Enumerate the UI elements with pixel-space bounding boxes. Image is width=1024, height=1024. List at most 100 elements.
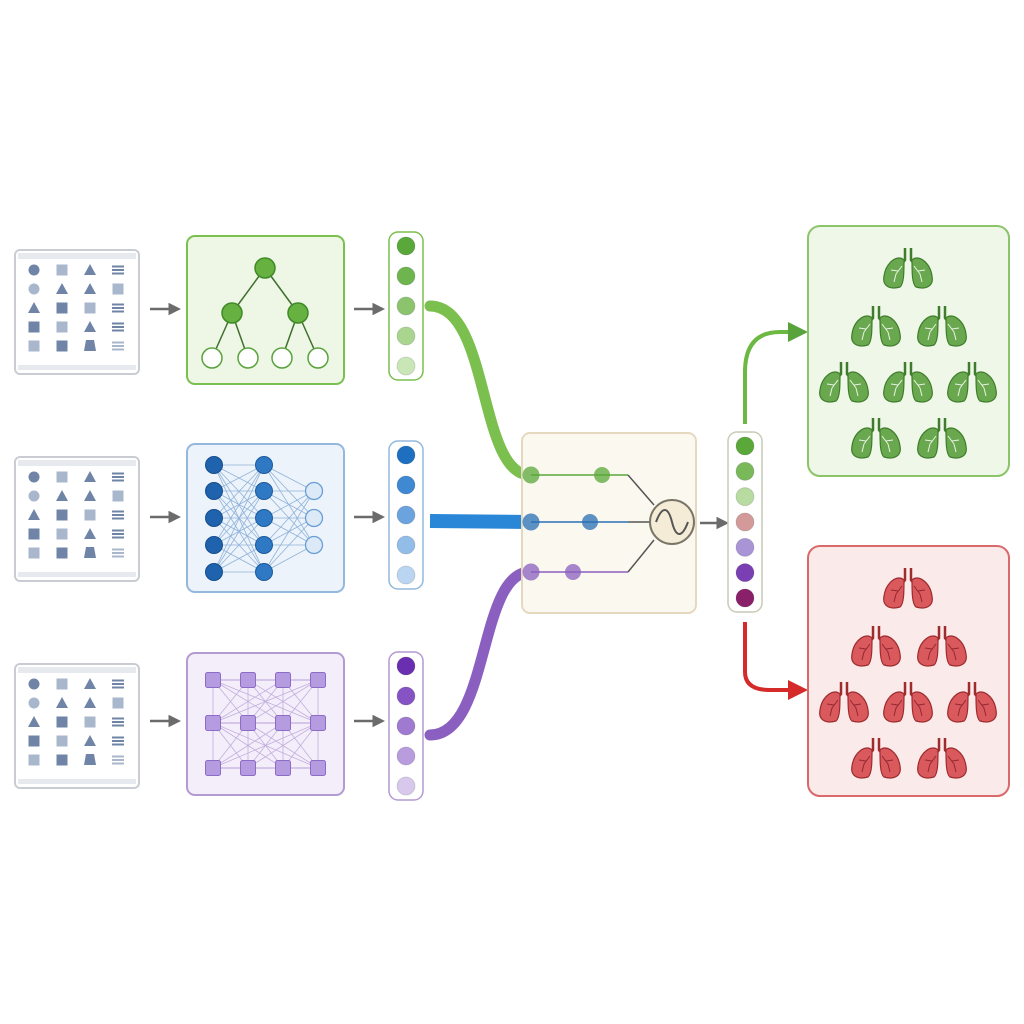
lung-vessel (924, 435, 937, 453)
table-frame (14, 456, 140, 582)
lung-vessel (977, 379, 990, 397)
lung-right (911, 691, 933, 723)
arrow-to-disease (743, 622, 808, 700)
network-edge (263, 490, 315, 573)
lung-left (851, 635, 873, 667)
table-glyph-bar (112, 322, 124, 325)
fusion-mid-node (582, 514, 598, 530)
lung-vessel (881, 435, 894, 453)
table-glyph-bar (112, 345, 124, 347)
fused-embedding-unit (735, 537, 755, 557)
table-glyph-square (56, 716, 68, 728)
lung-icon (883, 568, 933, 609)
embedding-mlp-unit (396, 505, 416, 525)
fusion-frame (521, 432, 697, 614)
table-glyph-bar (112, 533, 124, 535)
grid-edge (247, 679, 319, 724)
lung-left (947, 371, 969, 403)
table-glyph-bar (112, 272, 124, 275)
lung-icon (917, 738, 967, 779)
network-output-node (304, 535, 324, 555)
embedding-grid-unit (396, 686, 416, 706)
network-node (205, 456, 223, 474)
lung-right (847, 371, 869, 403)
table-glyph-bar (112, 552, 124, 554)
network-node (255, 456, 273, 474)
lung-vessel (858, 755, 871, 773)
table-glyph-bar (112, 548, 124, 551)
data-table-2 (14, 456, 140, 582)
table-glyph-circle (28, 490, 40, 502)
lung-left (947, 691, 969, 723)
table-glyph-triangle (84, 490, 96, 501)
lung-right (911, 371, 933, 403)
table-glyph-triangle (84, 321, 96, 332)
fused-embedding-unit (735, 461, 755, 481)
embedding-mlp-unit (396, 565, 416, 585)
table-glyph-square (56, 509, 68, 521)
network-edge (213, 490, 265, 573)
embedding-mlp-unit (396, 535, 416, 555)
embedding-grid-unit (396, 656, 416, 676)
network-edge (263, 490, 315, 546)
grid-node (240, 672, 256, 688)
table-glyph-bar (112, 686, 124, 689)
lung-right (911, 577, 933, 609)
network-edge (263, 544, 315, 573)
connector-purple (424, 566, 536, 741)
table-frame (14, 663, 140, 789)
table-glyph-square (28, 340, 40, 352)
grid-node (275, 760, 291, 776)
table-glyph-square (28, 754, 40, 766)
embedding-tree-unit (396, 266, 416, 286)
table-glyph-bar (112, 303, 124, 306)
lung-icon (851, 306, 901, 347)
table-glyph-triangle (56, 283, 68, 294)
table-glyph-bar (112, 348, 124, 351)
tree-leaf-node (307, 347, 329, 369)
table-header (18, 253, 136, 259)
lung-left (819, 371, 841, 403)
table-glyph-triangle (84, 678, 96, 689)
grid-edge (212, 722, 284, 769)
lung-vessel (881, 755, 894, 773)
lung-icon (917, 626, 967, 667)
table-glyph-square (56, 528, 68, 540)
tree-model-frame (186, 235, 345, 385)
lung-vessel (890, 265, 903, 283)
disease-output-panel-frame (807, 545, 1010, 797)
connector-green (424, 300, 536, 481)
fusion-merge-line (627, 474, 655, 506)
fusion-input-node (522, 466, 540, 484)
lung-vessel (947, 323, 960, 341)
table-glyph-circle (28, 471, 40, 483)
table-glyph-triangle (28, 716, 40, 727)
table-glyph-square (84, 302, 96, 314)
lung-right (945, 747, 967, 779)
table-glyph-bar (112, 310, 124, 313)
grid-node (240, 760, 256, 776)
table-glyph-bar (112, 762, 124, 765)
lung-vessel (977, 699, 990, 717)
lung-vessel (858, 643, 871, 661)
table-glyph-bar (112, 514, 124, 516)
table-glyph-bar (112, 759, 124, 761)
lung-left (851, 427, 873, 459)
table-glyph-circle (28, 264, 40, 276)
table-glyph-bar (112, 724, 124, 727)
fused-embedding-unit (735, 436, 755, 456)
grid-node (205, 672, 221, 688)
table-glyph-bar (112, 536, 124, 539)
lung-icon (917, 306, 967, 347)
table-glyph-bar (112, 479, 124, 482)
network-node (255, 536, 273, 554)
lung-right (975, 691, 997, 723)
grid-node (310, 715, 326, 731)
table-glyph-bar (112, 529, 124, 532)
lung-left (917, 747, 939, 779)
table-glyph-bar (112, 740, 124, 742)
grid-edge (212, 679, 284, 724)
grid-edge (212, 679, 319, 724)
table-glyph-bar (112, 476, 124, 478)
